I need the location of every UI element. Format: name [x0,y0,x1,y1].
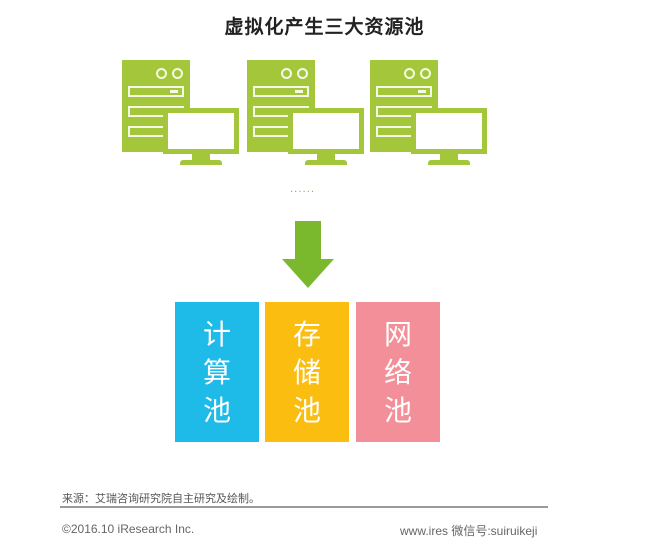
server-icon [122,60,190,152]
server-monitor-unit-2 [247,60,367,170]
website-watermark: www.ires 微信号:suiruikeji [400,524,538,538]
ellipsis: ...... [290,184,316,195]
server-monitor-unit-1 [122,60,242,170]
pool-storage: 存储池 [265,302,349,442]
copyright: ©2016.10 iResearch Inc. [62,522,195,536]
monitor-icon [288,108,364,154]
arrow-down-icon [282,221,334,288]
source-note: 来源：艾瑞咨询研究院自主研究及绘制。 [62,492,260,505]
server-monitor-unit-3 [370,60,490,170]
monitor-icon [163,108,239,154]
diagram-title: 虚拟化产生三大资源池 [224,16,425,38]
pool-compute: 计算池 [175,302,259,442]
divider [60,506,548,508]
pool-network: 网络池 [356,302,440,442]
monitor-icon [411,108,487,154]
